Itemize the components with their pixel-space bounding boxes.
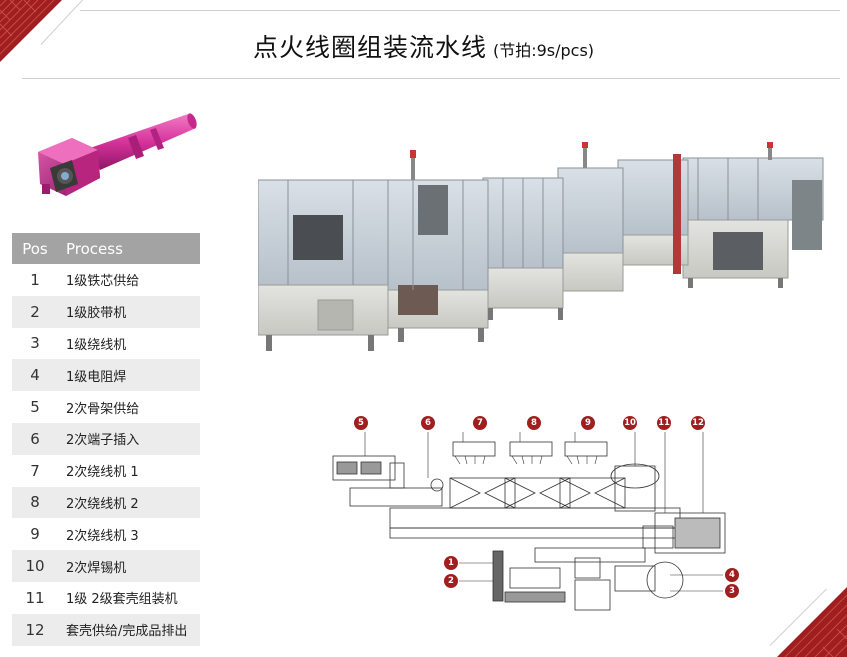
row-pos: 2 xyxy=(30,302,40,321)
table-row: 4 1级电阻焊 xyxy=(12,359,200,392)
row-process: 2次端子插入 xyxy=(66,433,140,449)
table-row: 3 1级绕线机 xyxy=(12,328,200,360)
table-row: 8 2次绕线机 2 xyxy=(12,486,200,519)
ignition-coil-render xyxy=(28,108,198,216)
line-layout-drawing: 1 2 3 4 5 6 7 8 9 10 11 12 xyxy=(325,408,745,623)
layout-marker-7: 7 xyxy=(473,416,487,430)
layout-marker-2: 2 xyxy=(444,574,458,588)
row-process: 2次绕线机 1 xyxy=(66,465,139,481)
row-process: 2次绕线机 3 xyxy=(66,528,139,544)
layout-marker-4: 4 xyxy=(725,568,739,582)
layout-marker-12: 12 xyxy=(691,416,705,430)
table-header-row: Pos Process xyxy=(12,233,200,264)
table-row: 5 2次骨架供给 xyxy=(12,391,200,423)
title-subtitle: (节拍:9s/pcs) xyxy=(492,41,595,60)
row-pos: 5 xyxy=(30,398,40,417)
table-row: 9 2次绕线机 3 xyxy=(12,518,200,550)
layout-marker-10: 10 xyxy=(623,416,637,430)
header-rule-top xyxy=(80,10,840,11)
layout-marker-5: 5 xyxy=(354,416,368,430)
header-pos: Pos xyxy=(22,239,48,258)
row-process: 2次绕线机 2 xyxy=(66,496,139,512)
header-rule-bottom xyxy=(22,78,840,79)
production-line-photo xyxy=(257,140,830,358)
row-process: 1级电阻焊 xyxy=(66,369,127,385)
row-process: 1级铁芯供给 xyxy=(66,274,140,290)
table-row: 1 1级铁芯供给 xyxy=(12,264,200,296)
row-pos: 6 xyxy=(30,429,40,448)
title-main: 点火线圈组装流水线 xyxy=(252,33,487,62)
table-row: 10 2次焊锡机 xyxy=(12,550,200,582)
row-process: 1级 2级套壳组装机 xyxy=(66,592,178,608)
row-process: 2次骨架供给 xyxy=(66,401,140,417)
corner-ornament-bottom-right xyxy=(777,587,847,657)
table-row: 2 1级胶带机 xyxy=(12,295,200,328)
process-table: Pos Process 1 1级铁芯供给 2 1级胶带机 3 1级绕线机 4 1级电阻焊… xyxy=(12,233,200,646)
row-pos: 11 xyxy=(25,588,45,607)
table-row: 7 2次绕线机 1 xyxy=(12,455,200,487)
table-row: 11 1级 2级套壳组装机 xyxy=(12,582,200,614)
row-pos: 12 xyxy=(25,620,45,639)
row-pos: 9 xyxy=(30,525,40,544)
page-title: 点火线圈组装流水线 (节拍:9s/pcs) xyxy=(0,28,847,64)
row-pos: 4 xyxy=(30,366,40,385)
table-row: 6 2次端子插入 xyxy=(12,422,200,455)
row-pos: 3 xyxy=(30,334,40,353)
layout-marker-3: 3 xyxy=(725,584,739,598)
row-process: 套壳供给/完成品排出 xyxy=(66,624,188,640)
layout-marker-6: 6 xyxy=(421,416,435,430)
row-pos: 7 xyxy=(30,461,40,480)
header-process: Process xyxy=(66,239,123,258)
table-row: 12 套壳供给/完成品排出 xyxy=(12,613,200,646)
row-pos: 8 xyxy=(30,493,40,512)
row-process: 1级胶带机 xyxy=(66,306,127,322)
row-process: 1级绕线机 xyxy=(66,337,127,353)
corner-ornament-top-left xyxy=(0,0,62,62)
row-pos: 10 xyxy=(25,557,45,576)
layout-marker-1: 1 xyxy=(444,556,458,570)
row-pos: 1 xyxy=(30,270,40,289)
layout-marker-8: 8 xyxy=(527,416,541,430)
layout-marker-9: 9 xyxy=(581,416,595,430)
row-process: 2次焊锡机 xyxy=(66,560,127,576)
layout-marker-11: 11 xyxy=(657,416,671,430)
